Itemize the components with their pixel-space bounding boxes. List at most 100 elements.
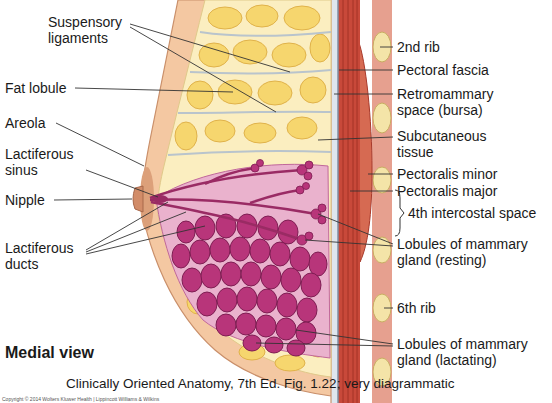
part-label: Subcutaneous tissue: [397, 128, 497, 160]
part-label: Pectoral fascia: [397, 62, 489, 78]
fat-lobule: [310, 34, 330, 62]
lactating-lobule: [261, 265, 281, 289]
leader-line: [368, 174, 393, 175]
lactating-lobule: [256, 315, 276, 337]
lactating-lobule: [236, 313, 256, 335]
leader-line: [380, 47, 393, 48]
fat-lobule: [244, 123, 276, 143]
mammary-gland: [156, 164, 330, 358]
part-label: Fat lobule: [5, 80, 66, 96]
lactating-lobule: [265, 337, 283, 353]
lactating-lobule: [281, 268, 301, 292]
leader-line: [318, 214, 393, 244]
copyright-notice: Copyright © 2014 Wolters Kluwer Health |…: [2, 396, 159, 402]
suspensory-ligament: [178, 112, 331, 113]
pectoralis-major: [343, 0, 357, 403]
lactating-lobule: [197, 292, 217, 316]
leader-line: [86, 212, 186, 252]
fat-lobule: [258, 81, 292, 105]
resting-lobule: [257, 160, 264, 167]
lactiferous-duct: [205, 168, 255, 184]
pectoralis-major: [343, 0, 344, 403]
lactating-lobule: [270, 242, 290, 266]
lactating-lobule: [276, 318, 296, 340]
leader-line: [339, 70, 393, 71]
suspensory-ligament: [168, 151, 331, 155]
view-title: Medial view: [5, 344, 94, 362]
leader-line: [318, 137, 393, 140]
skin-surface: [142, 0, 331, 403]
rib: [373, 103, 391, 133]
part-label: Lactiferous sinus: [5, 146, 95, 178]
part-label: Areola: [5, 115, 45, 131]
lactating-lobule: [221, 262, 241, 286]
leader-line: [130, 27, 276, 112]
lactating-lobule: [250, 239, 270, 263]
skin-surface: [142, 0, 331, 403]
pectoralis-major: [348, 0, 349, 403]
resting-lobule: [304, 172, 312, 180]
pectoralis-minor: [358, 40, 372, 262]
lactating-lobule: [172, 214, 327, 356]
leader-line: [86, 170, 158, 197]
pectoral-fascia: [337, 0, 339, 403]
leader-line: [350, 191, 393, 192]
fat-lobule: [287, 117, 317, 139]
pectoral-fascia: [331, 0, 338, 403]
part-label: Lobules of mammary gland (resting): [397, 236, 542, 268]
leader-line: [75, 88, 233, 92]
lactating-lobule: [172, 244, 190, 268]
fat-lobule: [275, 355, 305, 371]
lactating-lobule: [301, 273, 321, 297]
suspensory-ligament: [168, 32, 331, 155]
suspensory-ligament: [190, 70, 331, 73]
leader-line: [334, 94, 393, 95]
mammary-gland: [156, 164, 330, 358]
resting-lobule: [251, 160, 326, 246]
pectoralis-minor: [358, 40, 372, 262]
leader-line: [384, 308, 393, 309]
part-label: Nipple: [5, 192, 45, 208]
part-label: 2nd rib: [397, 39, 440, 55]
lactating-lobule: [182, 268, 202, 292]
lactating-lobule: [287, 340, 305, 356]
pectoralis-major: [353, 0, 354, 403]
resting-lobule: [318, 204, 326, 212]
part-label: Retromammary space (bursa): [397, 86, 509, 118]
lactating-lobule: [257, 289, 277, 313]
lactiferous-duct: [250, 190, 300, 203]
lactating-lobule: [190, 240, 210, 264]
part-label: 6th rib: [397, 300, 436, 316]
lactating-lobule: [201, 264, 221, 288]
fat-lobule: [300, 77, 326, 103]
lactating-lobule: [216, 314, 236, 336]
part-label: 4th intercostal space: [408, 205, 536, 221]
fat-lobule: [246, 5, 278, 27]
resting-lobule: [305, 161, 313, 169]
lactating-lobule: [290, 247, 310, 271]
fat-lobule: [175, 122, 197, 150]
suspensory-ligament: [200, 32, 331, 36]
figure-caption: Clinically Oriented Anatomy, 7th Ed. Fig…: [66, 376, 454, 392]
lactiferous-duct: [151, 202, 302, 240]
fat-lobule: [208, 7, 242, 29]
part-label: Suspensory ligaments: [48, 14, 138, 46]
leader-line: [54, 199, 132, 200]
lactating-lobule: [277, 293, 297, 317]
part-label: Pectoralis major: [397, 183, 497, 199]
lactating-lobule: [309, 252, 327, 276]
part-label: Lactiferous ducts: [5, 240, 95, 272]
lactiferous-sinus: [152, 195, 168, 203]
pectoralis-major: [338, 0, 360, 403]
rib: [373, 167, 391, 193]
lactiferous-duct: [150, 168, 316, 240]
part-label: Lobules of mammary gland (lactating): [397, 336, 542, 368]
lactating-lobule: [237, 287, 257, 311]
leader-line: [86, 202, 168, 250]
pectoralis-major: [338, 0, 360, 403]
leader-line: [130, 24, 290, 72]
leader-line: [86, 226, 205, 254]
pectoralis-major: [357, 0, 358, 403]
leader-line: [54, 24, 393, 346]
fat-lobule: [199, 43, 229, 67]
